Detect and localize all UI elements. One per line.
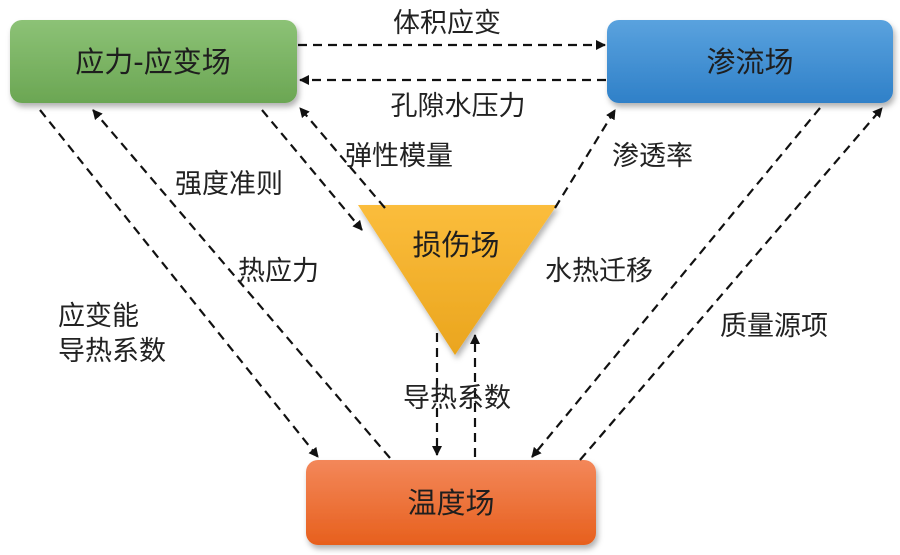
label-pore-pressure: 孔隙水压力 — [391, 91, 526, 122]
node-temperature-field: 温度场 — [306, 460, 596, 545]
arrow-thermal-stress — [92, 109, 391, 459]
label-thermal-conductivity-center: 导热系数 — [403, 383, 511, 414]
arrow-elastic-modulus — [299, 107, 386, 209]
arrow-hydrothermal-migration — [531, 107, 821, 458]
svg-text:损伤场: 损伤场 — [412, 228, 499, 262]
label-hydrothermal-migration: 水热迁移 — [545, 256, 653, 287]
arrow-strength-criterion — [261, 109, 363, 231]
label-strength-criterion: 强度准则 — [175, 169, 283, 200]
label-volumetric-strain: 体积应变 — [393, 8, 501, 39]
arrow-mass-source — [579, 107, 883, 461]
node-stress-strain-field: 应力-应变场 — [10, 20, 297, 103]
label-mass-source: 质量源项 — [720, 311, 828, 342]
node-seepage-field: 渗流场 — [607, 20, 893, 103]
svg-text:温度场: 温度场 — [407, 486, 494, 520]
label-thermal-stress: 热应力 — [238, 256, 319, 287]
label-strain-energy: 应变能 — [58, 301, 139, 332]
label-permeability: 渗透率 — [612, 141, 693, 172]
node-damage-field: 损伤场 — [358, 205, 557, 355]
svg-text:渗流场: 渗流场 — [706, 45, 793, 79]
label-thermal-conductivity-left: 导热系数 — [58, 336, 166, 367]
label-elastic-modulus: 弹性模量 — [345, 141, 453, 172]
svg-text:应力-应变场: 应力-应变场 — [75, 45, 230, 79]
arrow-permeability — [554, 109, 616, 209]
